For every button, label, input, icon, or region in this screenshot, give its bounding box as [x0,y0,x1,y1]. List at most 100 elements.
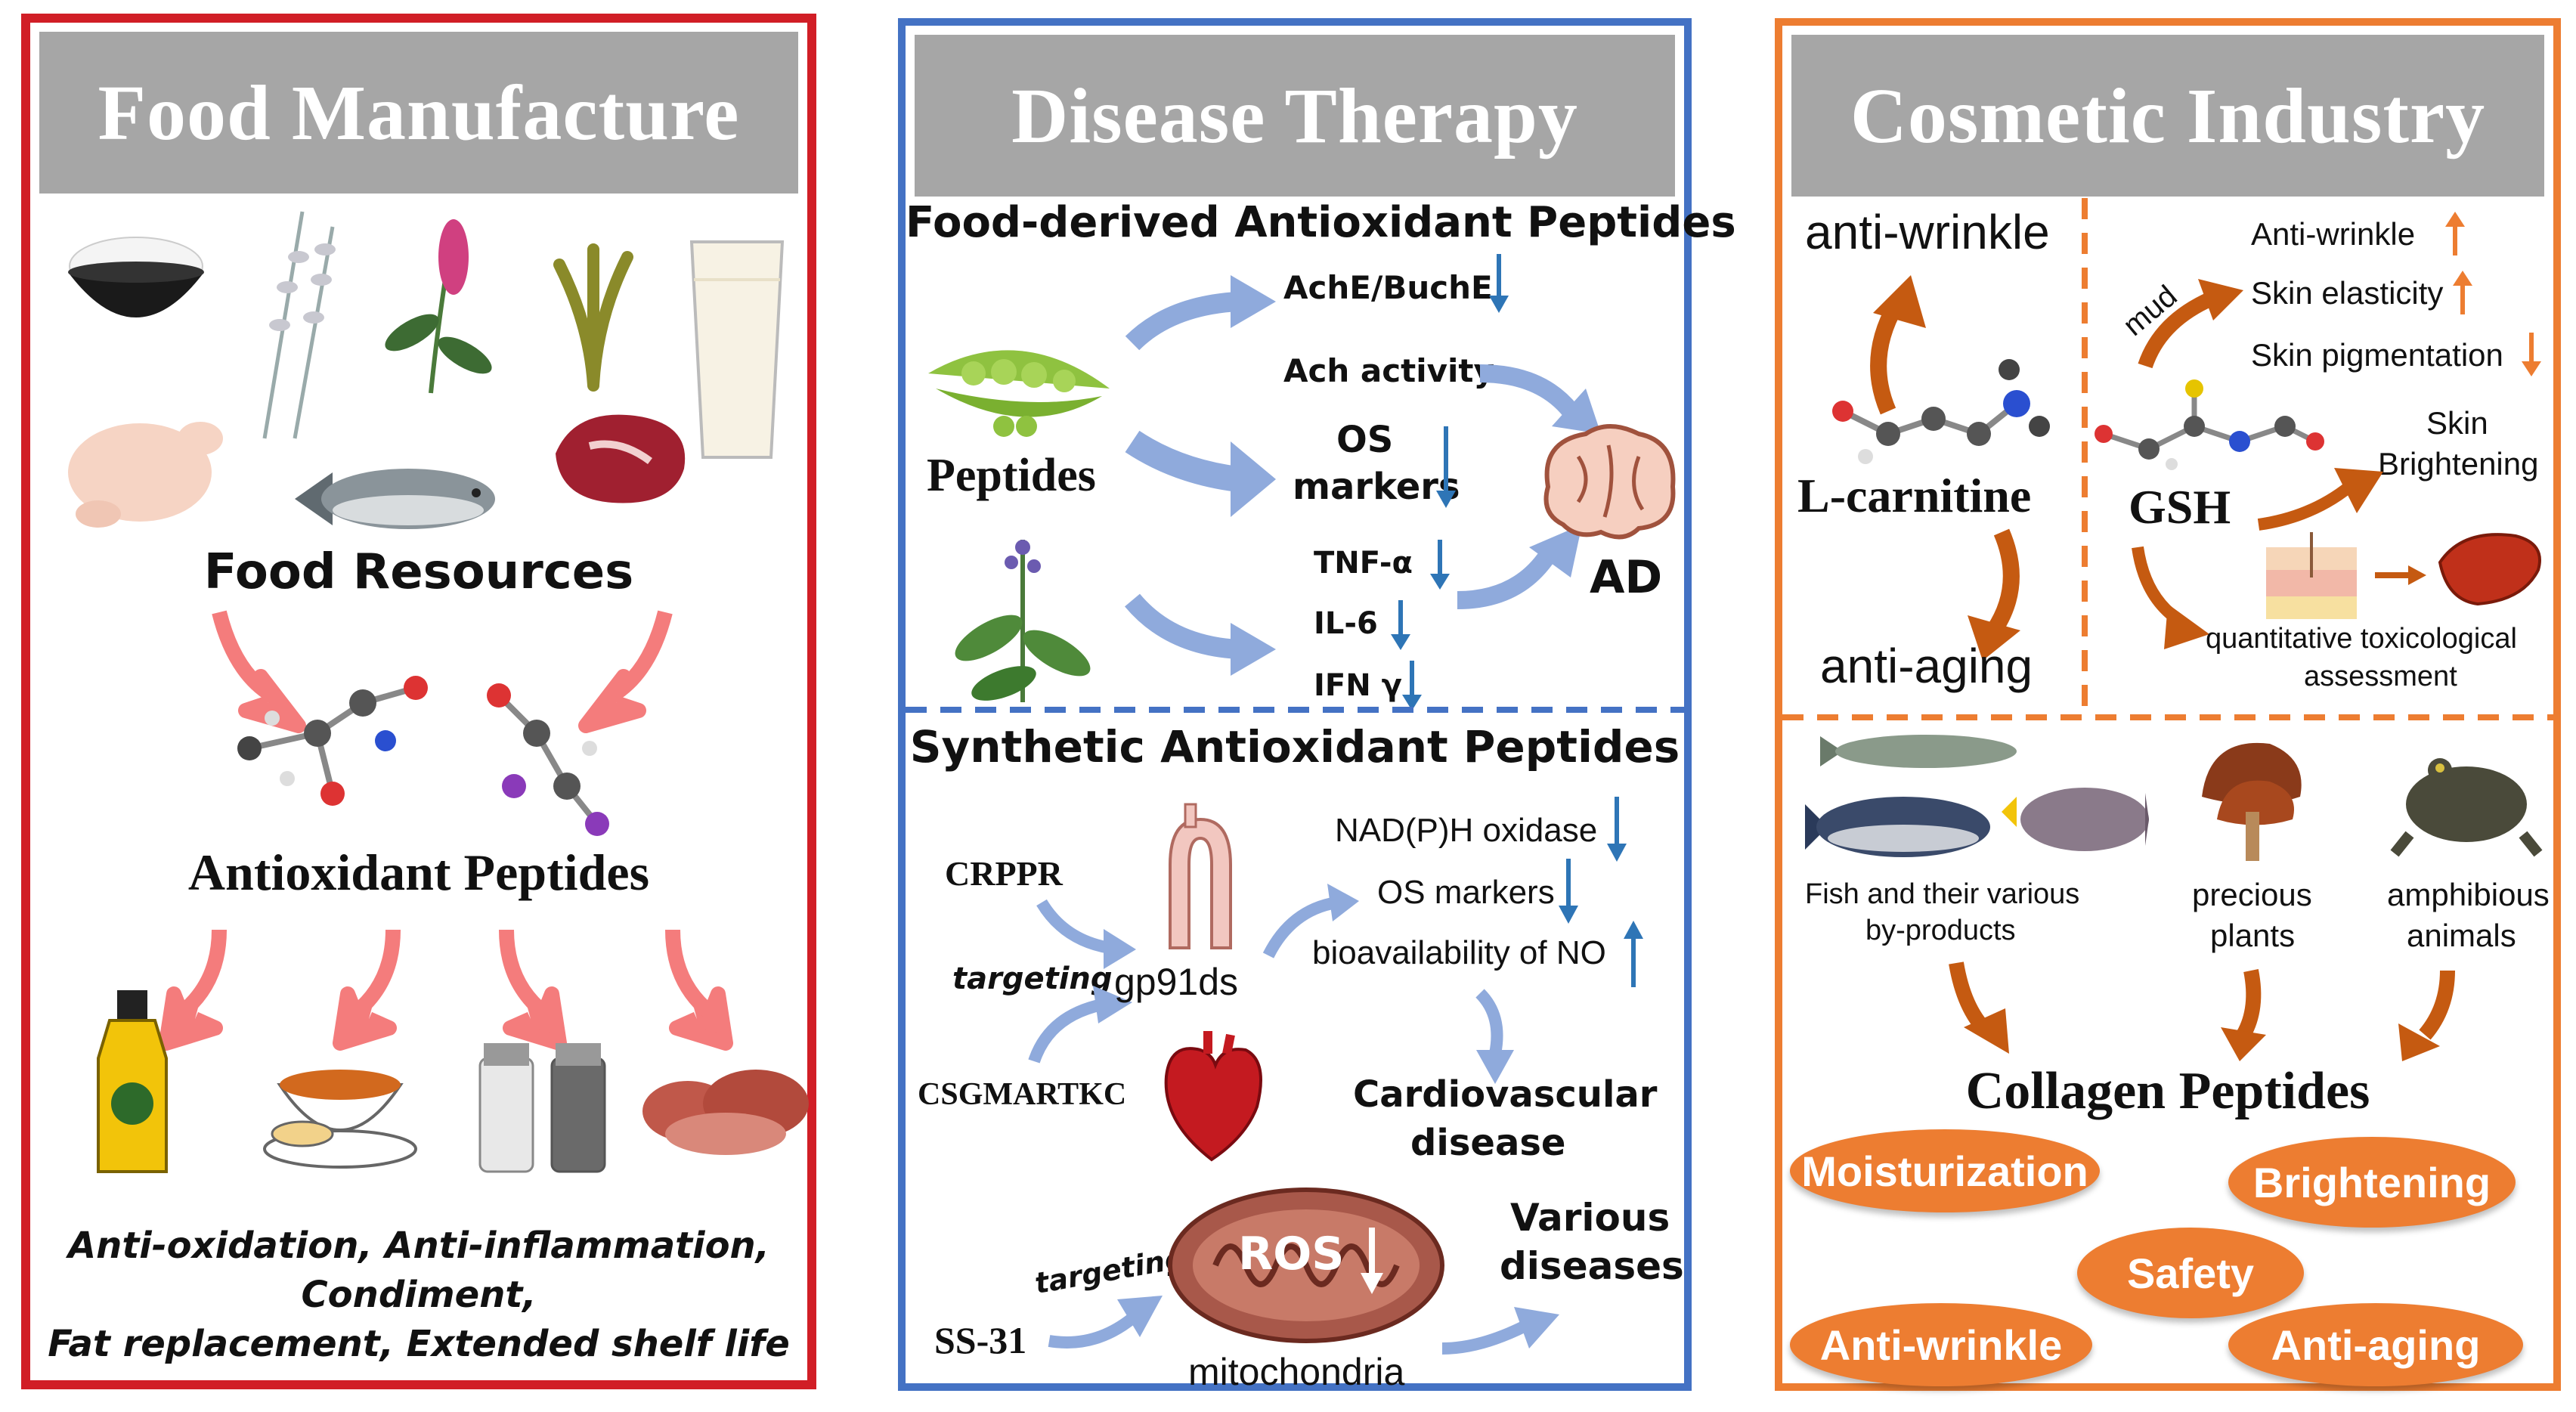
disease-therapy-panel: Disease Therapy Food-derived Antioxidant… [898,18,1736,1393]
fish-line-1: Fish and their various [1805,878,2080,910]
os-markers-line-1: OS [1336,419,1394,461]
benefit-brightening: Brightening [2228,1137,2516,1228]
pink-arrow-right [578,610,673,733]
pink-arrow-left [212,610,306,733]
chicken-icon [68,422,223,528]
tnf-down-arrow-icon [1430,540,1450,590]
aorta-icon [1169,803,1232,949]
molecule-model-icon [237,676,428,806]
pink-arrow-3 [499,929,567,1051]
various-line-1: Various [1510,1196,1670,1240]
gsh-molecule-icon [2095,379,2324,470]
l-carnitine-label: L-carnitine [1797,469,2032,522]
heart-icon [1164,1031,1262,1162]
disease-therapy-title: Disease Therapy [915,35,1675,197]
gsh-effect-elasticity: Skin elasticity [2251,275,2444,311]
rice-bowl-icon [68,237,204,317]
benefit-moisturization: Moisturization [1790,1129,2100,1212]
collagen-peptides-label: Collagen Peptides [1965,1062,2370,1120]
food-applications-line-2: Condiment, [301,1274,537,1316]
gsh-label: GSH [2129,480,2231,534]
no-bioavailability-label: bioavailability of NO [1312,934,1606,971]
blue-arrow-from-ss31 [1048,1296,1163,1349]
ros-down-arrow-icon [1361,1228,1383,1294]
benefit-anti-wrinkle: Anti-wrinkle [1790,1303,2092,1386]
blue-arrow-to-os [1125,430,1276,517]
frog-icon [2390,758,2543,857]
animals-line-2: animals [2407,918,2516,953]
food-derived-title: Food-derived Antioxidant Peptides [906,198,1736,247]
plants-line-1: precious [2192,877,2312,912]
fish-icon [295,469,495,529]
il6-down-arrow-icon [1391,600,1410,650]
il6-label: IL-6 [1314,606,1378,641]
molecule-model-icon-2 [487,683,609,836]
meat-steak-icon [556,414,686,503]
plants-line-2: plants [2210,918,2296,953]
food-resources-label: Food Resources [203,544,634,600]
orange-arrow-fish [1949,961,2009,1054]
os-synthetic-down-arrow-icon [1559,859,1578,924]
pink-arrow-2 [333,929,401,1051]
ifn-down-arrow-icon [1402,661,1422,711]
benefit-safety: Safety [2077,1228,2304,1318]
ad-label: AD [1590,551,1663,604]
antioxidant-peptides-label: Antioxidant Peptides [187,844,650,901]
synthetic-title: Synthetic Antioxidant Peptides [909,721,1680,773]
flowering-plant-icon [385,219,492,394]
no-up-arrow-icon [1624,921,1643,987]
blue-arrow-to-various [1441,1307,1559,1355]
l-carnitine-molecule-icon [1832,359,2050,464]
fish-group-icon [1805,735,2149,857]
tnf-label: TNF-α [1314,546,1413,581]
os-down-arrow-icon [1436,426,1456,508]
section-divider [906,707,1684,713]
os-markers-line-2: markers [1293,466,1460,508]
gp91ds-label: gp91ds [1114,961,1239,1003]
anti-wrinkle-up-arrow-icon [2445,212,2465,255]
skin-brightening-line-1: Skin [2426,405,2488,441]
skin-brightening-line-2: Brightening [2378,446,2539,482]
ros-label: ROS [1238,1228,1345,1280]
cosmetic-industry-panel: Cosmetic Industry anti-wrinkle L-carniti… [1775,18,2561,1391]
ifn-label: IFN γ [1314,668,1402,703]
orange-arrow-mud [2138,279,2243,369]
herb-plant-icon [955,540,1091,702]
orange-arrow-to-toxicology [2132,546,2209,649]
pigmentation-down-arrow-icon [2522,333,2541,376]
salt-pepper-icon [478,1043,606,1173]
orange-arrow-to-brightening [2257,468,2383,531]
toxicology-line-2: assessment [2304,661,2457,692]
orange-arrow-animals [2398,970,2455,1061]
skin-layers-icon [2266,532,2357,619]
benefit-anti-aging: Anti-aging [2228,1303,2523,1386]
gsh-effect-anti-wrinkle: Anti-wrinkle [2251,216,2416,252]
lavender-herb-icon [262,211,336,439]
ache-down-arrow-icon [1489,254,1509,313]
blue-arrow-from-csgmartkc [1028,986,1132,1064]
nadph-down-arrow-icon [1607,797,1627,862]
animals-line-1: amphibious [2387,877,2550,912]
blue-arrow-to-ache [1125,275,1276,351]
food-applications-line-1: Anti-oxidation, Anti-inflammation, [68,1225,769,1267]
section-divider-vertical [2082,198,2088,720]
targeting-label-1: targeting [952,961,1113,996]
fish-line-2: by-products [1865,915,2016,946]
ache-label: AchE/BuchE [1283,269,1493,306]
pink-arrow-4 [665,929,733,1051]
anti-wrinkle-label: anti-wrinkle [1805,205,2050,259]
blue-arrow-to-cardio [1475,989,1514,1084]
csgmartkc-label: CSGMARTKC [918,1077,1127,1112]
pink-arrow-1 [159,929,227,1051]
brain-icon [1543,424,1676,540]
gsh-effect-pigmentation: Skin pigmentation [2251,337,2503,373]
cardio-line-1: Cardiovascular [1353,1073,1658,1116]
crppr-label: CRPPR [945,854,1063,893]
pea-pod-icon [928,350,1110,437]
orange-arrow-plants [2221,969,2266,1061]
orange-arrow-up [1870,275,1926,415]
orange-arrow-small [2375,565,2426,585]
os-markers-synthetic-label: OS markers [1377,874,1555,911]
seaweed-icon [553,243,633,392]
blue-arrow-to-cytokines [1125,593,1276,676]
